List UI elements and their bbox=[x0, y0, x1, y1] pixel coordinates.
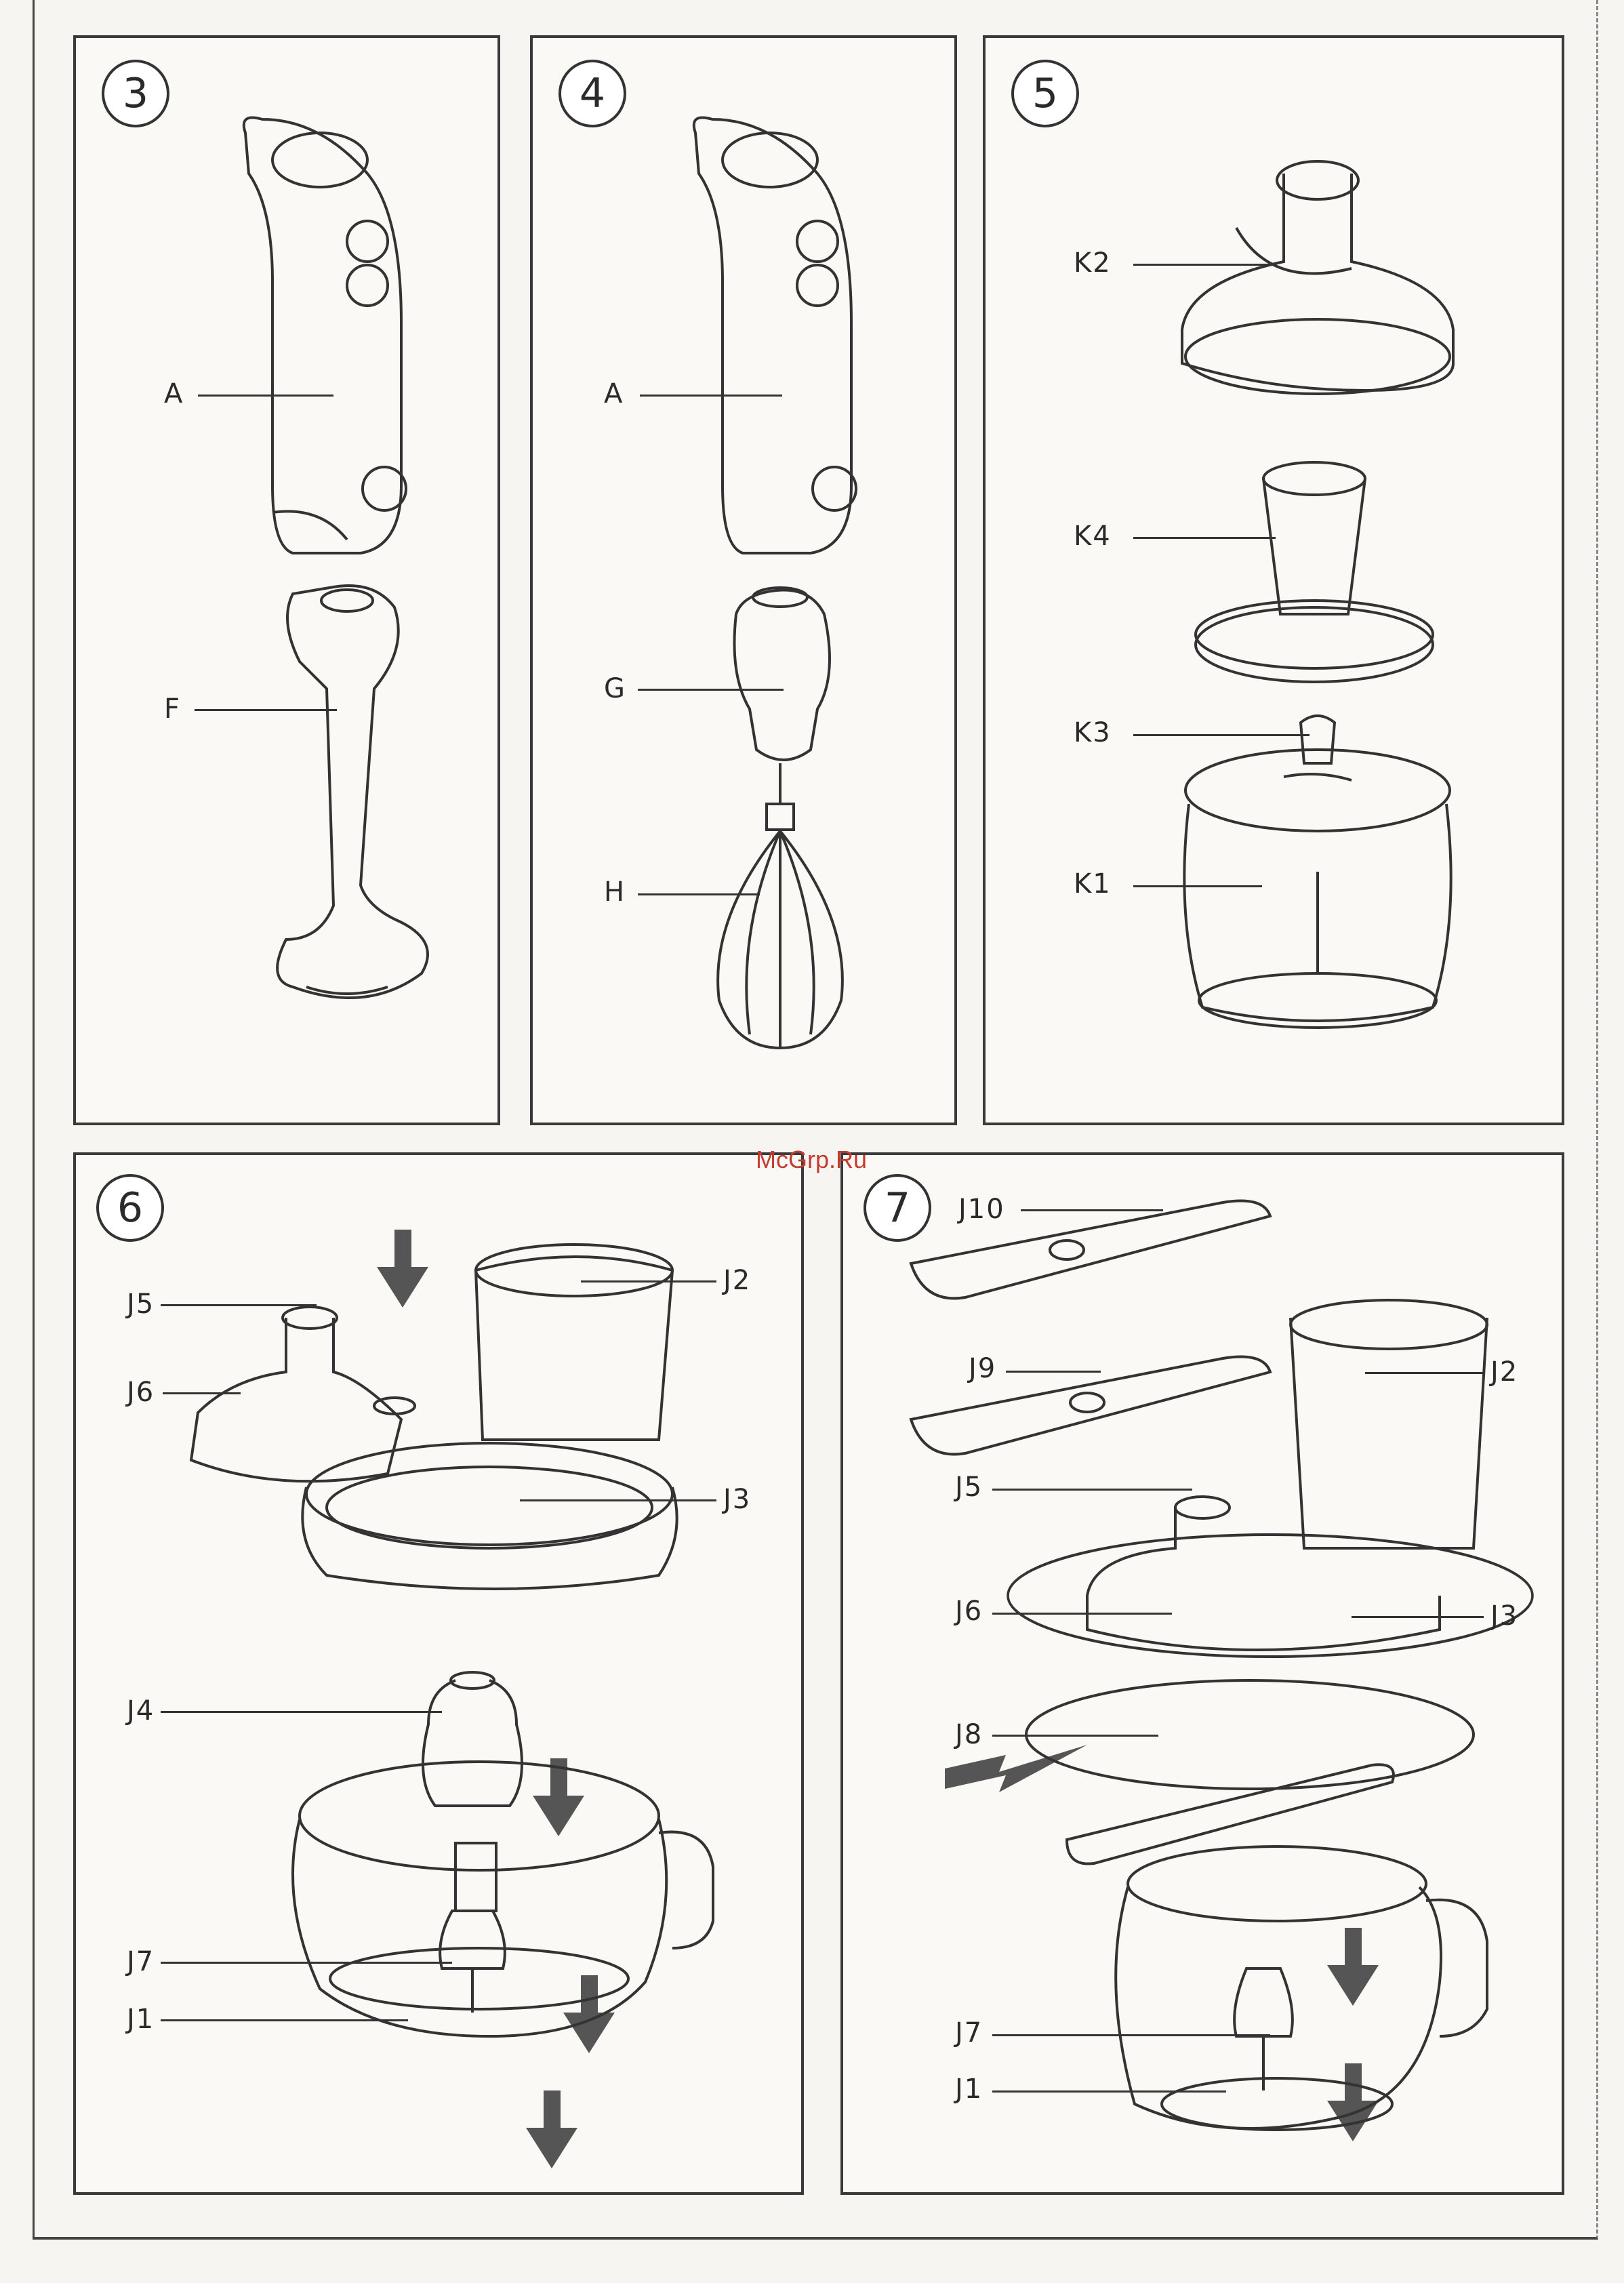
panel-4: 4 A G H bbox=[530, 35, 957, 1125]
label-f: F bbox=[164, 695, 181, 723]
label-j3: J3 bbox=[1490, 1602, 1518, 1630]
watermark: McGrp.Ru bbox=[756, 1146, 867, 1174]
label-j6: J6 bbox=[127, 1379, 155, 1406]
hand-blender-whisk-illustration bbox=[533, 38, 954, 1123]
label-j7: J7 bbox=[955, 2019, 983, 2046]
label-k2: K2 bbox=[1074, 249, 1112, 277]
leader-line-k1 bbox=[1133, 885, 1262, 887]
leader-line-g bbox=[638, 689, 784, 691]
label-k1: K1 bbox=[1074, 870, 1112, 897]
leader-line-j1 bbox=[161, 2019, 408, 2021]
leader-line-j2 bbox=[1365, 1372, 1484, 1374]
label-j9: J9 bbox=[969, 1355, 996, 1382]
food-processor-slicing-assembly-illustration bbox=[843, 1155, 1562, 2192]
label-j7: J7 bbox=[127, 1948, 155, 1975]
leader-line-k4 bbox=[1133, 537, 1276, 539]
label-k3: K3 bbox=[1074, 719, 1112, 746]
leader-line-j6 bbox=[163, 1392, 241, 1394]
label-j3: J3 bbox=[723, 1486, 751, 1513]
leader-line-k2 bbox=[1133, 264, 1269, 266]
hand-blender-motor-unit-illustration bbox=[76, 38, 498, 1123]
leader-line-j7 bbox=[161, 1962, 452, 1964]
label-h: H bbox=[604, 878, 626, 906]
leader-line-j6 bbox=[992, 1613, 1172, 1615]
label-a: A bbox=[164, 380, 184, 407]
panel-5: 5 K2 K4 K3 K1 bbox=[983, 35, 1564, 1125]
leader-line-j5 bbox=[161, 1304, 317, 1306]
leader-line-j8 bbox=[992, 1735, 1158, 1737]
chopper-attachment-illustration bbox=[986, 38, 1562, 1123]
food-processor-chopping-assembly-illustration bbox=[76, 1155, 801, 2192]
label-j1: J1 bbox=[955, 2076, 983, 2103]
leader-line-j7 bbox=[992, 2034, 1270, 2036]
panel-3: 3 A F bbox=[73, 35, 500, 1125]
label-j10: J10 bbox=[958, 1196, 1005, 1223]
leader-line-j1 bbox=[992, 2090, 1226, 2093]
leader-line-j2 bbox=[581, 1280, 716, 1282]
label-j2: J2 bbox=[723, 1267, 751, 1294]
label-j5: J5 bbox=[127, 1291, 155, 1318]
leader-line-f bbox=[195, 709, 337, 711]
leader-line-a bbox=[198, 395, 333, 397]
label-j6: J6 bbox=[955, 1598, 983, 1625]
leader-line-j5 bbox=[992, 1489, 1192, 1491]
leader-line-h bbox=[638, 893, 760, 895]
leader-line-a bbox=[640, 395, 782, 397]
leader-line-j4 bbox=[161, 1711, 442, 1713]
leader-line-j3 bbox=[520, 1499, 716, 1501]
label-j8: J8 bbox=[955, 1721, 983, 1748]
leader-line-k3 bbox=[1133, 734, 1310, 736]
leader-line-j10 bbox=[1021, 1209, 1163, 1211]
label-j2: J2 bbox=[1490, 1358, 1518, 1386]
leader-line-j3 bbox=[1352, 1616, 1484, 1618]
leader-line-j9 bbox=[1006, 1371, 1101, 1373]
label-k4: K4 bbox=[1074, 523, 1112, 550]
label-j1: J1 bbox=[127, 2006, 155, 2033]
label-j4: J4 bbox=[127, 1697, 155, 1724]
label-j5: J5 bbox=[955, 1474, 983, 1501]
panel-6: 6 J5 J2 bbox=[73, 1152, 804, 2195]
panel-7: 7 J10 J9 bbox=[840, 1152, 1564, 2195]
label-g: G bbox=[604, 675, 626, 702]
label-a: A bbox=[604, 380, 624, 407]
